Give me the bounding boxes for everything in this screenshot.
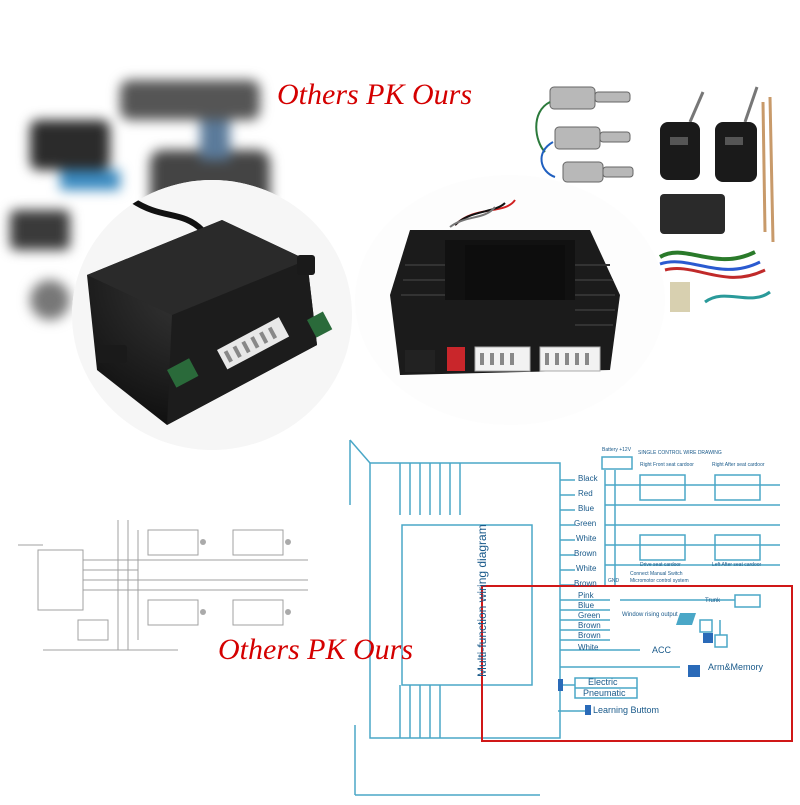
wire-label: Pink xyxy=(578,591,594,600)
micromotor-label: Micromotor control system xyxy=(630,578,689,584)
electric-label: Electric xyxy=(588,677,618,687)
wire-label: Brown xyxy=(574,549,597,558)
drive-seat-label: Drive seat cardoor xyxy=(640,562,681,568)
battery-label: Battery +12V xyxy=(602,447,632,453)
wire-label: White xyxy=(578,643,599,652)
pneumatic-label: Pneumatic xyxy=(583,688,626,698)
our-wiring-diagram: Multi-function wiring diagram Black Red … xyxy=(340,435,800,800)
learning-button-label: Learning Buttom xyxy=(593,705,660,715)
competitor-module-photo xyxy=(72,180,352,450)
headline-top: Others PK Ours xyxy=(277,78,473,111)
single-control-label: SINGLE CONTROL WIRE DRAWING xyxy=(638,450,722,456)
wire-label: Brown xyxy=(578,631,601,640)
trunk-label: Trunk xyxy=(705,598,721,604)
window-output-label: Window rising output xyxy=(622,612,678,618)
kit-components-photo xyxy=(525,82,800,332)
wire-label: Black xyxy=(578,474,598,483)
diagram-center-title: Multi-function wiring diagram xyxy=(475,524,489,677)
left-after-label: Left After seat cardoor xyxy=(712,562,762,568)
gnd-label: GND xyxy=(608,578,620,584)
wire-label: Red xyxy=(578,489,593,498)
acc-label: ACC xyxy=(652,645,672,655)
wire-label: Brown xyxy=(574,579,597,588)
arm-memory-label: Arm&Memory xyxy=(708,662,764,672)
wire-label: Brown xyxy=(578,621,601,630)
right-front-label: Right Front seat cardoor xyxy=(640,462,694,468)
right-after-label: Right After seat cardoor xyxy=(712,462,765,468)
wire-label: White xyxy=(576,564,597,573)
manual-switch-label: Connect Manual Switch xyxy=(630,571,683,577)
wire-label: Blue xyxy=(578,504,595,513)
wire-label: Blue xyxy=(578,601,595,610)
wire-label: Green xyxy=(578,611,601,620)
our-module-photo xyxy=(355,175,665,425)
wire-label: Green xyxy=(574,519,597,528)
competitor-wiring-diagram xyxy=(8,500,328,670)
wire-label: White xyxy=(576,534,597,543)
headline-bottom: Others PK Ours xyxy=(218,633,414,666)
